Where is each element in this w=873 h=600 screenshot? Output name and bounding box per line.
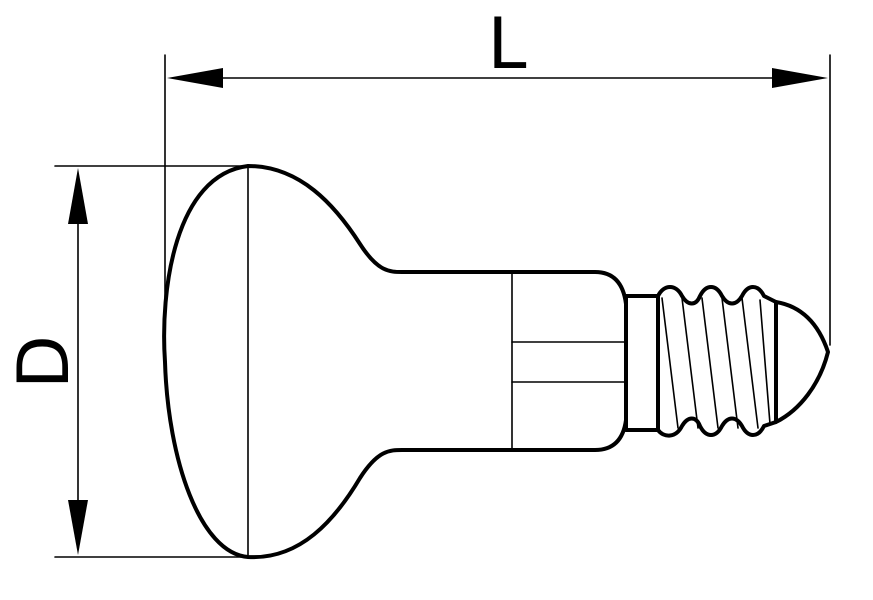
thread-line [681,297,699,429]
dimension-diameter: D [3,165,249,558]
thread-line [741,297,759,429]
thread-line [721,297,739,429]
lamp-outline [162,164,628,560]
thread-line [701,297,719,429]
base-collar [624,294,660,432]
thread-line [661,297,679,429]
dimension-length: L [164,3,831,346]
screw-base [624,285,830,438]
contact-tip [774,300,830,424]
diameter-label: D [3,335,85,389]
arrowhead-bottom [68,500,88,555]
length-label: L [488,3,527,85]
arrowhead-top [68,168,88,224]
arrowhead-left [167,68,223,88]
bulb-outline [162,164,628,560]
thread-line [759,299,771,425]
arrowhead-right [772,68,828,88]
